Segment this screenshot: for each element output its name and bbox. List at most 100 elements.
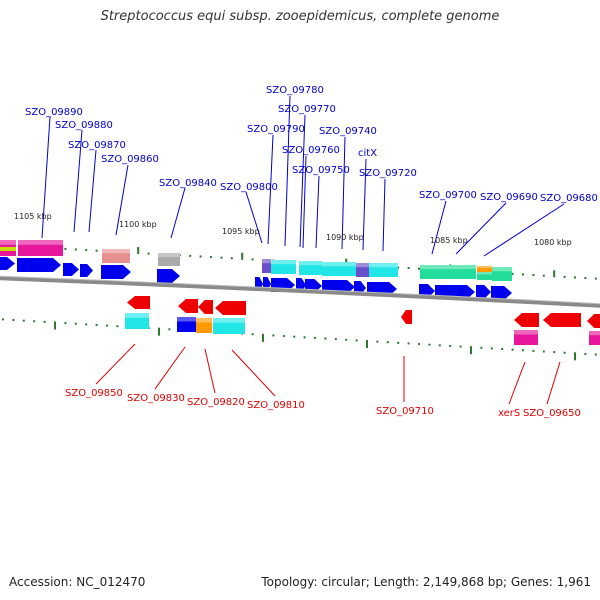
gene-box-body [492,267,512,281]
gene-label: SZO_09680 [540,193,598,204]
reverse-cds-arrow [543,313,581,327]
gene-box-shine [420,265,476,270]
label-leader-lines [41,95,565,405]
gene-label: SZO_09800 [220,182,278,193]
feature-track [0,240,600,345]
gene-label: SZO_09760 [282,145,340,156]
gene-box-body [299,261,322,275]
gene-box [125,313,149,329]
gene-box-shine [177,317,196,322]
leader-line [483,203,565,257]
gene-box-shine [262,259,271,264]
gene-label: SZO_09720 [359,168,417,179]
upper-gene-labels: SZO_09890 SZO_09880 SZO_09870 SZO_09860 … [25,85,598,204]
reverse-cds-arrow [127,296,150,309]
genome-title: Streptococcus equi subsp. zooepidemicus,… [100,9,500,24]
gene-box [420,265,476,279]
reverse-cds-arrow [198,300,213,314]
gene-box-body [262,259,271,273]
leader-line [73,129,83,233]
gene-box-body [18,240,63,256]
gene-box-body [271,260,296,274]
gene-box-shine [125,313,149,318]
gene-label: SZO_09860 [101,154,159,165]
accession-text: Accession: NC_012470 [9,575,146,589]
gene-label: SZO_09810 [247,400,305,411]
forward-cds-arrow [476,285,491,299]
leader-line [267,134,274,245]
gene-box [102,249,130,263]
leader-line [154,346,186,390]
gene-box-stripe [0,247,16,251]
gene-box-body [177,317,196,332]
scale-label: 1090 kbp [326,233,364,242]
gene-label: SZO_09820 [187,397,245,408]
gene-box-body [102,249,130,263]
leader-line [508,361,526,405]
gene-label: SZO_09850 [65,388,123,399]
leader-line [382,178,386,252]
scale-label: 1080 kbp [534,238,572,247]
gene-label: citX [358,148,377,159]
scale-labels: 1105 kbp 1100 kbp 1095 kbp 1090 kbp 1085… [14,212,572,247]
lower-gene-labels: SZO_09850 SZO_09830 SZO_09820 SZO_09810 … [65,388,581,419]
gene-box [477,272,492,280]
gene-box-shine [271,260,296,265]
gene-box-shine [0,240,16,245]
genome-backbone [0,276,600,308]
forward-cds-arrow [0,257,15,270]
genome-backbone-shadow [0,275,600,305]
gene-box-shine [492,267,512,272]
leader-line [284,95,291,247]
gene-box [158,253,180,266]
gene-box-shine [514,330,538,335]
gene-label: SZO_09830 [127,393,185,404]
gene-box-shine [322,262,356,267]
gene-box-shine [356,263,369,268]
forward-cds-arrow [101,265,131,279]
reverse-cds-arrow [587,314,600,328]
leader-line [115,164,129,236]
gene-box-body [356,263,369,277]
leader-line [546,361,561,405]
gene-label: SZO_09870 [68,140,126,151]
leader-line [170,187,186,239]
gene-box-shine [477,272,492,275]
leader-line [231,349,276,397]
gene-box [589,331,600,345]
gene-box [514,330,538,345]
gene-box [177,317,196,332]
forward-cds-arrow [63,263,79,276]
gene-label: SZO_09710 [376,406,434,417]
forward-cds-arrow [80,264,93,277]
gene-box-shine [158,253,180,257]
gene-box [213,318,245,334]
gene-box [322,262,356,276]
gene-label: xerS [498,408,520,419]
gene-box [299,261,322,275]
gene-box-shine [589,331,600,336]
gene-label: SZO_09770 [278,104,336,115]
scale-label: 1085 kbp [430,236,468,245]
gene-box-body [125,313,149,329]
gene-label: SZO_09700 [419,190,477,201]
leader-line [431,200,447,255]
gene-box [262,259,271,273]
gene-box-shine [18,240,63,245]
leader-line [88,149,97,233]
forward-cds-arrow [491,286,512,300]
gene-box-body [477,266,492,272]
gene-box-shine [299,261,322,266]
leader-line [341,136,346,250]
gene-label: SZO_09890 [25,107,83,118]
gene-label: SZO_09880 [55,120,113,131]
leader-line [302,155,307,249]
gene-label: SZO_09690 [480,192,538,203]
gene-box-shine [102,249,130,254]
gene-label: SZO_09790 [247,124,305,135]
gene-box [18,240,63,256]
gene-box-shine [477,266,492,268]
gene-box-shine [196,318,212,323]
gene-box-body [589,331,600,345]
leader-line [41,116,51,239]
